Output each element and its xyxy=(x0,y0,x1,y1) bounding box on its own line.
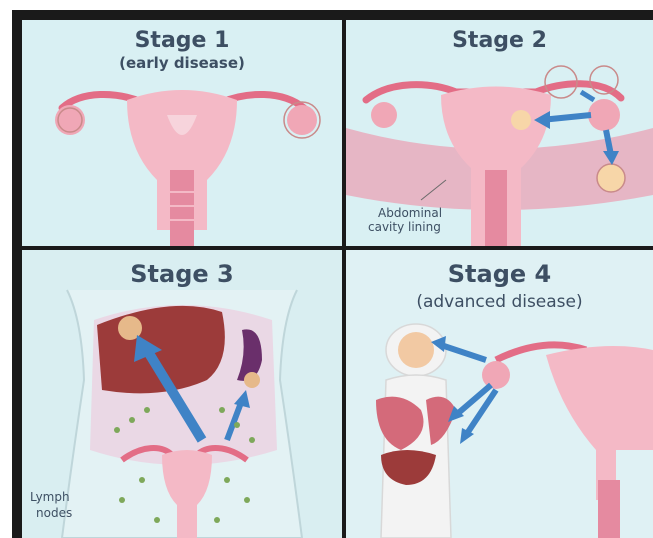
lymph-label-line2: nodes xyxy=(36,506,72,520)
stage-2-panel: Stage 2 Abdominal cavity lining xyxy=(346,20,653,246)
uterus-diagram xyxy=(22,20,342,246)
stage-1-panel: Stage 1 (early disease) xyxy=(22,20,342,246)
abdomen-diagram xyxy=(22,250,342,538)
stage-3-panel: Stage 3 Lymph nodes xyxy=(22,250,342,538)
abdominal-label-line2: cavity lining xyxy=(368,220,441,234)
abdominal-label-line1: Abdominal xyxy=(378,206,442,220)
lymph-label-line1: Lymph xyxy=(30,490,70,504)
spread-arrow-icon xyxy=(441,345,486,360)
stage-4-panel: Stage 4 (advanced disease) xyxy=(346,250,653,538)
body-diagram xyxy=(346,250,653,538)
